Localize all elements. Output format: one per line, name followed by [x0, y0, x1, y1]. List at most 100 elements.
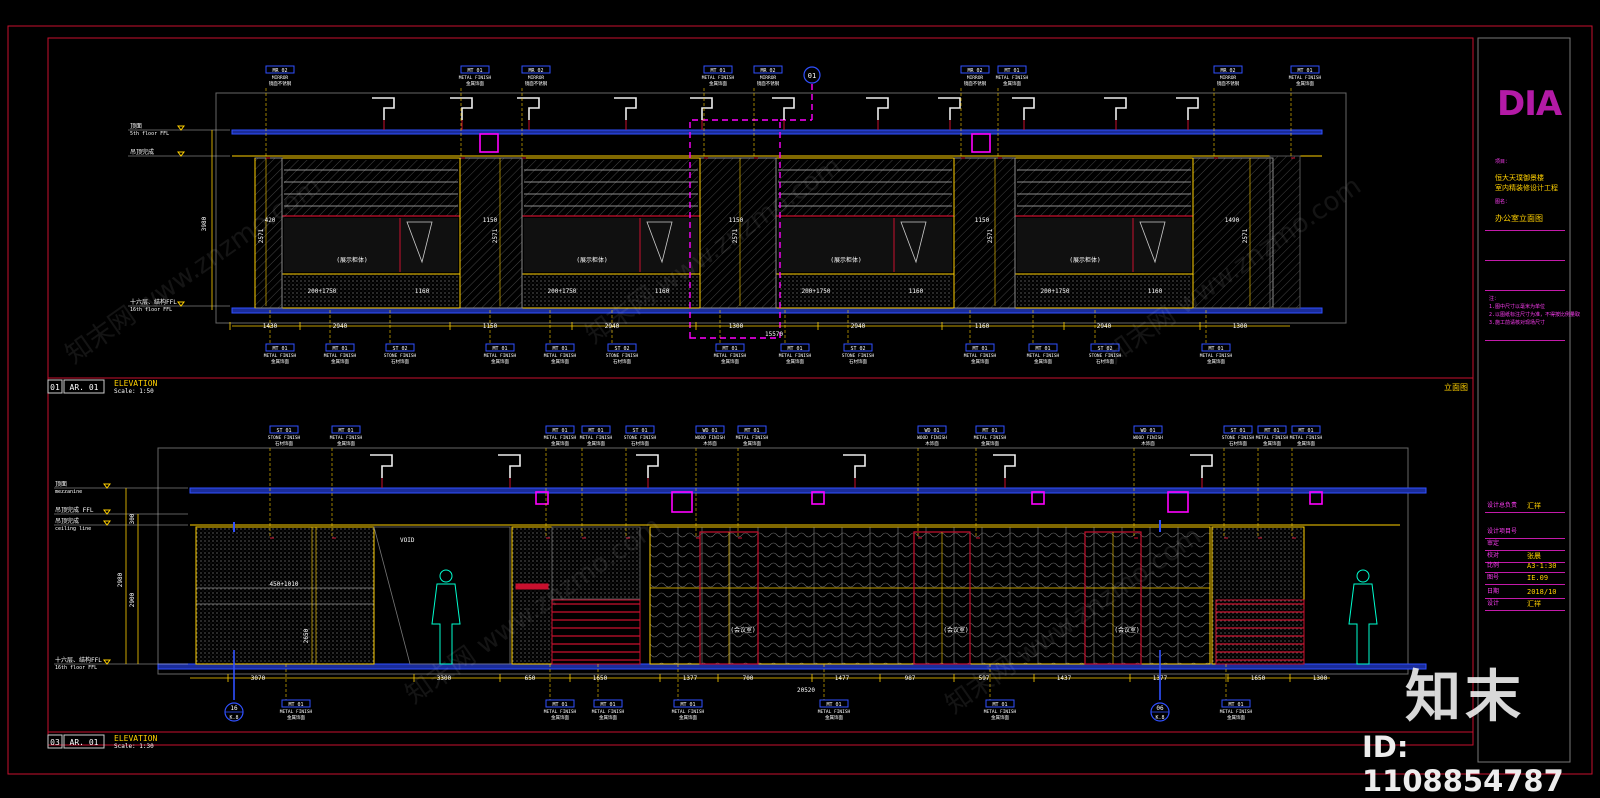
finish-tag-name-cn: 石材饰面: [1229, 440, 1247, 447]
human-figure: [431, 569, 461, 665]
height-dimension: 2571: [987, 228, 994, 243]
height-dimension: 2571: [732, 228, 739, 243]
finish-tag-code: MR 02: [272, 68, 287, 74]
bottom-dimension: 1477: [835, 675, 850, 682]
finish-tag-code: MT 01: [722, 346, 737, 352]
title-block-separator: [1485, 290, 1565, 291]
bottom-dimension: 2940: [851, 323, 866, 330]
finish-tag-box: [737, 425, 767, 434]
panel-title: ELEVATION: [114, 734, 158, 743]
finish-tag-name-cn: 石材饰面: [849, 358, 867, 365]
panel-2-accent-box: [535, 491, 549, 505]
finish-tag-name-cn: 石材饰面: [613, 358, 631, 365]
panel-1-extent: [215, 92, 1347, 324]
bay-dimension: 200+1750: [308, 288, 337, 295]
finish-tag-name: METAL FINISH: [1220, 709, 1253, 715]
title-block-field-value: 张晨: [1527, 552, 1541, 560]
panel-scale: Scale: 1:30: [114, 743, 154, 750]
level-label: 吊顶完成 FFL: [55, 506, 94, 514]
cabinet-hatch: [524, 160, 698, 216]
upper-stone: [551, 526, 641, 600]
panel-number-box: [47, 734, 63, 749]
panel-1-ceiling-slab: [231, 129, 1323, 135]
project-subtitle: 室内精装修设计工程: [1495, 184, 1558, 192]
panel-scale: Scale: 1:50: [114, 388, 154, 395]
finish-tag-box: [965, 343, 995, 352]
finish-tag-code: MT 01: [272, 346, 287, 352]
finish-tag-name-cn: 金属饰面: [721, 358, 739, 365]
panel-sheet-box: [63, 734, 105, 749]
panel-2-ceiling-slab: [189, 487, 1427, 494]
finish-tag-box: [695, 425, 725, 434]
finish-tag-name: METAL FINISH: [1289, 75, 1322, 81]
finish-tag-box: [1221, 699, 1251, 708]
slatted-panel: [551, 599, 641, 665]
finish-tag-code: WD 01: [702, 428, 717, 434]
finish-tag-name-cn: 金属饰面: [1296, 80, 1314, 87]
notes-title: 注：: [1489, 296, 1500, 302]
ceiling-light-symbol: [843, 454, 866, 478]
bay-dimension: 1160: [909, 288, 924, 295]
level-marker: [103, 509, 111, 515]
panel-corner-label: 立面图: [1444, 382, 1468, 392]
finish-tag-box: [331, 425, 361, 434]
finish-tag-box: [917, 425, 947, 434]
finish-tag-name-cn: 金属饰面: [587, 440, 605, 447]
title-block-field-label: 日期: [1487, 588, 1500, 595]
finish-tag-name: METAL FINISH: [736, 435, 769, 441]
figure-head: [1356, 569, 1370, 583]
finish-tag-code: MT 01: [1208, 346, 1223, 352]
finish-tag-name-cn: 金属饰面: [786, 358, 804, 365]
wall-column: [699, 157, 777, 309]
finish-tag-code: MR 02: [1220, 68, 1235, 74]
cabinet-glass: [1017, 218, 1191, 272]
bottom-dimension: 1300: [729, 323, 744, 330]
finish-tag-box: [265, 343, 295, 352]
bay-label: (展示柜体): [576, 256, 607, 264]
level-sublabel: 16th floor FFL: [130, 307, 172, 313]
finish-tag-name-cn: 金属饰面: [1207, 358, 1225, 365]
height-dimension: 2571: [258, 228, 265, 243]
finish-tag-name: METAL FINISH: [544, 435, 577, 441]
finish-tag-box: [545, 425, 575, 434]
project-name: 恒大天璞御景楼: [1495, 174, 1544, 182]
finish-tag-name: METAL FINISH: [984, 709, 1017, 715]
finish-tag-code: MT 01: [787, 346, 802, 352]
finish-tag-box: [1028, 343, 1058, 352]
finish-tag-name-cn: 镜面不锈钢: [525, 80, 548, 87]
panel-2-accent-box: [671, 491, 693, 513]
wall-column: [254, 157, 283, 309]
height-dimension: 2650: [303, 628, 310, 643]
door-label: (会议室): [730, 626, 755, 634]
finish-tag-code: MT 01: [1228, 702, 1243, 708]
finish-tag-name: METAL FINISH: [580, 435, 613, 441]
panel-number: 03: [50, 738, 60, 747]
bay-label: (展示柜体): [1069, 256, 1100, 264]
bay-dimension: 1160: [415, 288, 430, 295]
bottom-dimension: 3070: [251, 675, 266, 682]
finish-tag-box: [975, 425, 1005, 434]
finish-tag-name-cn: 金属饰面: [825, 714, 843, 721]
finish-tag-box: [819, 699, 849, 708]
finish-tag-code: MT 01: [992, 702, 1007, 708]
finish-tag-box: [703, 65, 733, 74]
level-label: 十六层、结构FFL: [55, 656, 102, 664]
finish-tag-name: METAL FINISH: [974, 435, 1007, 441]
finish-tag-box: [625, 425, 655, 434]
human-figure: [1348, 569, 1378, 665]
finish-tag-code: MT 01: [744, 428, 759, 434]
finish-tag-box: [545, 699, 575, 708]
drawing-name-label: 图名：: [1495, 199, 1511, 205]
door-label: (会议室): [943, 626, 968, 634]
finish-tag-box: [521, 65, 551, 74]
stone-column: [511, 526, 553, 665]
finish-tag-code: MT 01: [588, 428, 603, 434]
finish-tag-name-cn: 金属饰面: [337, 440, 355, 447]
finish-tag-box: [1290, 65, 1320, 74]
finish-tag-box: [673, 699, 703, 708]
title-block-frame: [1477, 37, 1571, 763]
bottom-dimension: 1437: [1057, 675, 1072, 682]
callout-number: 01: [808, 72, 816, 80]
finish-tag-name-cn: 金属饰面: [599, 714, 617, 721]
